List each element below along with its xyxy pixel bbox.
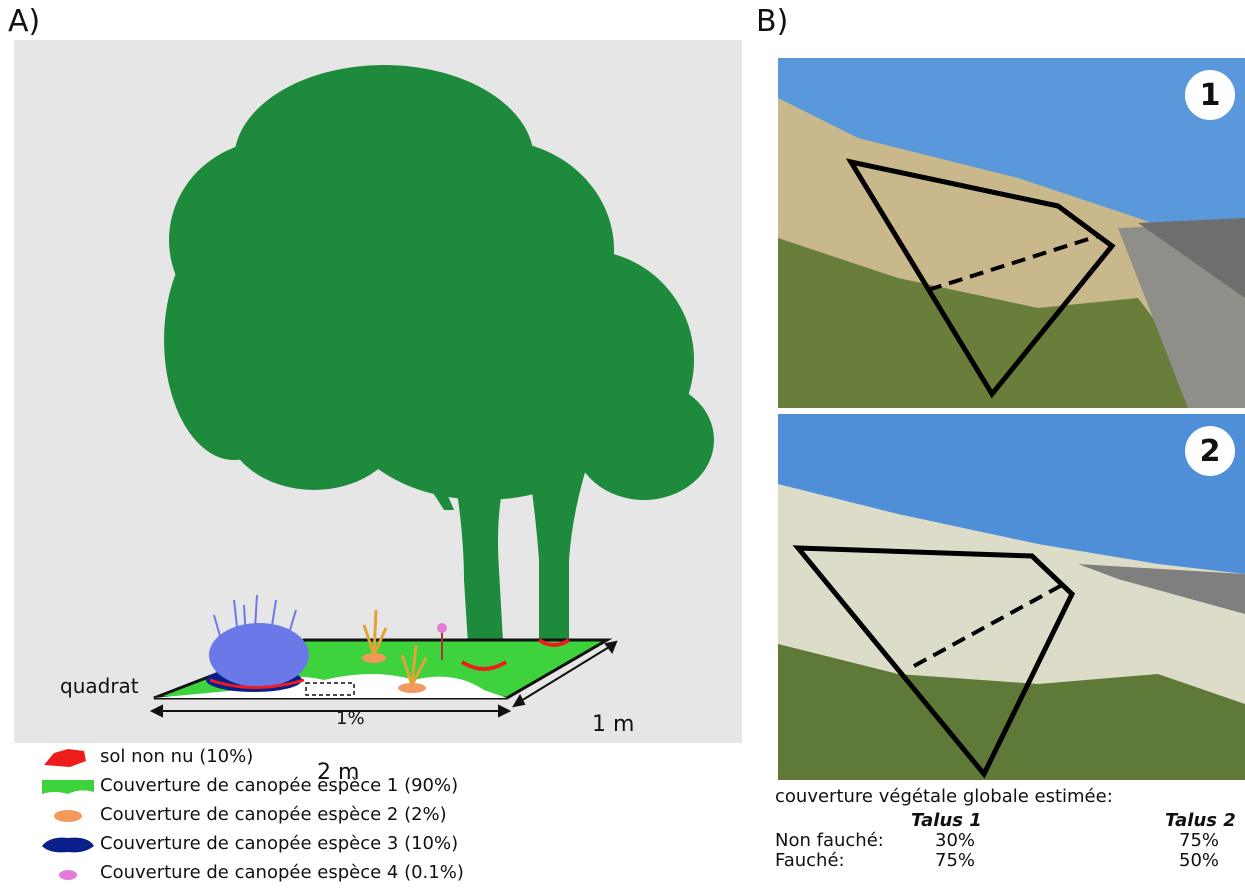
coverage-table: couverture végétale globale estimée: Tal… — [775, 786, 1245, 871]
photo-talus-2: 2 — [778, 414, 1245, 780]
panel-a-label: A) — [8, 4, 41, 39]
legend-label: Couverture de canopée espèce 4 (0.1%) — [100, 862, 464, 883]
legend-item: Couverture de canopée espèce 1 (90%) — [40, 771, 464, 800]
pink-plant-icon — [437, 623, 447, 660]
legend-item: Couverture de canopée espèce 4 (0.1%) — [40, 858, 464, 887]
green-shape-icon — [40, 774, 96, 798]
tree-icon — [164, 65, 714, 660]
row-label: Non fauché: — [775, 830, 884, 851]
quadrat-label: quadrat — [60, 674, 139, 698]
bare-soil-percent-label: 1% — [336, 708, 365, 729]
red-blob-icon — [40, 745, 96, 769]
navy-blob-icon — [40, 832, 96, 856]
legend-label: Couverture de canopée espèce 3 (10%) — [100, 833, 459, 854]
legend-item: Couverture de canopée espèce 2 (2%) — [40, 800, 464, 829]
legend-label: Couverture de canopée espèce 1 (90%) — [100, 775, 459, 796]
legend: sol non nu (10%) Couverture de canopée e… — [40, 742, 464, 887]
pink-ellipse-icon — [40, 861, 96, 885]
depth-dimension-label: 1 m — [592, 712, 635, 737]
header-talus-2: Talus 2 — [1165, 810, 1236, 831]
cell-talus-2: 75% — [1179, 830, 1220, 851]
blue-shrub-icon — [206, 594, 309, 692]
photo-number-badge: 2 — [1185, 426, 1235, 476]
bare-soil-box — [305, 682, 355, 696]
legend-item: sol non nu (10%) — [40, 742, 464, 771]
roadside-photo-2 — [778, 414, 1245, 780]
photo-number-badge: 1 — [1185, 70, 1235, 120]
table-row: Non fauché: 30% 75% — [775, 830, 1245, 851]
legend-label: sol non nu (10%) — [100, 746, 254, 767]
header-talus-1: Talus 1 — [911, 810, 982, 831]
orange-ellipse-icon — [40, 803, 96, 827]
row-label: Fauché: — [775, 850, 845, 871]
width-dimension-label: 2 m — [317, 760, 360, 785]
orange-plant-icon — [362, 609, 428, 693]
width-arrow-icon — [149, 704, 512, 718]
table-caption: couverture végétale globale estimée: — [775, 786, 1113, 807]
photo-talus-1: 1 — [778, 58, 1245, 408]
cell-talus-1: 30% — [935, 830, 976, 851]
table-row: Fauché: 75% 50% — [775, 850, 1245, 871]
legend-item: Couverture de canopée espèce 3 (10%) — [40, 829, 464, 858]
legend-label: Couverture de canopée espèce 2 (2%) — [100, 804, 447, 825]
table-header-row: Talus 1 Talus 2 — [775, 810, 1245, 831]
cell-talus-1: 75% — [935, 850, 976, 871]
quadrat-scene: quadrat 1% 2 m 1 m — [14, 40, 742, 785]
panel-b-label: B) — [756, 4, 789, 39]
depth-arrow-icon — [511, 640, 618, 708]
quadrat-illustration — [14, 40, 742, 743]
roadside-photo-1 — [778, 58, 1245, 408]
cell-talus-2: 50% — [1179, 850, 1220, 871]
